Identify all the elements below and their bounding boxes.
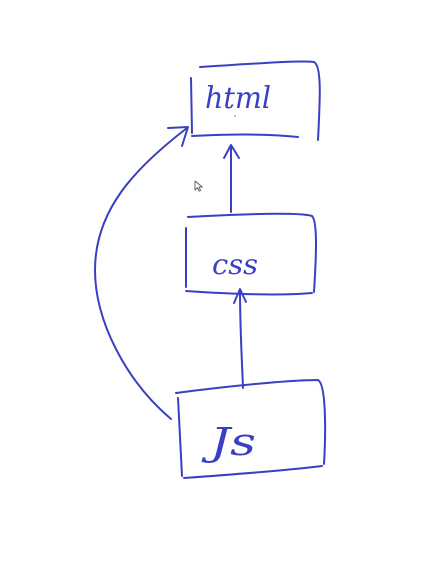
edge-js-to-css — [233, 288, 247, 389]
node-js-box — [175, 379, 327, 479]
edge-js-to-css-line — [239, 289, 244, 389]
node-html: html — [190, 60, 321, 141]
node-html-box — [190, 60, 321, 141]
node-js: Js — [175, 379, 327, 479]
mouse-pointer-icon — [194, 180, 203, 192]
edge-js-to-html — [94, 126, 189, 420]
edge-js-to-html-line — [94, 127, 188, 420]
edge-js-to-css-arrowhead — [233, 288, 247, 304]
node-html-label: html — [205, 81, 271, 116]
node-js-label: Js — [201, 420, 256, 464]
node-css-box — [185, 212, 317, 296]
edge-css-to-html — [223, 144, 240, 213]
edge-css-to-html-arrowhead — [223, 144, 240, 159]
node-css: css — [185, 212, 317, 296]
node-css-label: css — [212, 248, 258, 281]
edge-js-to-html-arrowhead — [167, 126, 189, 147]
stray-dot — [234, 115, 236, 117]
